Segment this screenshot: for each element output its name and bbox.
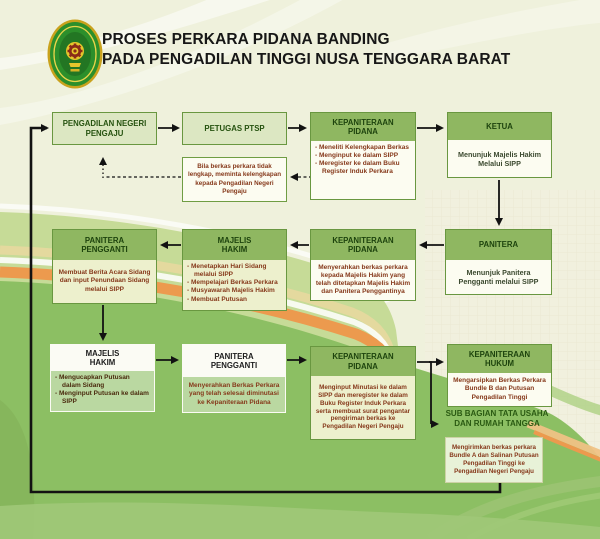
box-body: Menunjuk Panitera Pengganti melalui SIPP — [446, 260, 551, 294]
box-body: Mengarsipkan Berkas Perkara Bundle B dan… — [448, 373, 551, 406]
box-kepaniteraan-hukum: KEPANITERAAN HUKUM Mengarsipkan Berkas P… — [447, 344, 552, 407]
page-title-line2: PADA PENGADILAN TINGGI NUSA TENGGARA BAR… — [102, 51, 511, 68]
box-title: PANITERA PENGGANTI — [53, 230, 156, 260]
list-item: Mengucapkan Putusan dalam Sidang — [55, 374, 150, 390]
box-title: MAJELIS HAKIM — [183, 230, 286, 260]
list-item: Menetapkan Hari Sidang melalui SIPP — [187, 263, 282, 279]
box-body: Menyerahkan Berkas Perkara yang telah se… — [183, 377, 285, 412]
box-title: PANITERA PENGGANTI — [183, 345, 285, 377]
page-title: PROSES PERKARA PIDANA BANDING PADA PENGA… — [102, 30, 510, 70]
box-title: KEPANITERAAN PIDANA — [311, 113, 415, 141]
list-item: Meneliti Kelengkapan Berkas — [315, 144, 409, 152]
box-kepaniteraan-pidana-2: KEPANITERAAN PIDANA Menyerahkan berkas p… — [310, 229, 416, 301]
box-body: Meneliti Kelengkapan BerkasMenginput ke … — [311, 141, 415, 199]
note-berkas-tidak-lengkap: Bila berkas perkara tidak lengkap, memin… — [182, 157, 287, 202]
box-title: KETUA — [448, 113, 551, 140]
box-ketua: KETUA Menunjuk Majelis Hakim Melalui SIP… — [447, 112, 552, 178]
box-body: Menunjuk Majelis Hakim Melalui SIPP — [448, 140, 551, 177]
box-title: KEPANITERAAN PIDANA — [311, 347, 415, 376]
box-title: PANITERA — [446, 230, 551, 260]
box-body: Menginput Minutasi ke dalam SIPP dan mer… — [311, 376, 415, 439]
box-kepaniteraan-pidana-1: KEPANITERAAN PIDANA Meneliti Kelengkapan… — [310, 112, 416, 200]
box-pengadilan-negeri-pengaju: PENGADILAN NEGERI PENGAJU — [52, 112, 157, 145]
box-petugas-ptsp: PETUGAS PTSP — [182, 112, 287, 145]
box-panitera-pengganti-1: PANITERA PENGGANTI Membuat Berita Acara … — [52, 229, 157, 304]
box-body: Membuat Berita Acara Sidang dan input Pe… — [53, 260, 156, 303]
list-item: Mempelajari Berkas Perkara — [187, 279, 278, 287]
box-body: Menetapkan Hari Sidang melalui SIPPMempe… — [183, 260, 286, 310]
box-majelis-hakim-2: MAJELIS HAKIM Mengucapkan Putusan dalam … — [50, 344, 155, 412]
list-item: Menginput ke dalam SIPP — [315, 152, 398, 160]
list-item: Meregister ke dalam Buku Register Induk … — [315, 160, 411, 176]
list-item: Membuat Putusan — [187, 296, 247, 304]
box-title: KEPANITERAAN HUKUM — [448, 345, 551, 373]
list-item: Musyawarah Majelis Hakim — [187, 287, 275, 295]
sub-bagian-title: SUB BAGIAN TATA USAHA DAN RUMAH TANGGA — [445, 409, 549, 429]
box-body: Menyerahkan berkas perkara kepada Majeli… — [311, 260, 415, 300]
box-kepaniteraan-pidana-3: KEPANITERAAN PIDANA Menginput Minutasi k… — [310, 346, 416, 440]
list-item: Menginput Putusan ke dalam SIPP — [55, 390, 150, 406]
page-title-line1: PROSES PERKARA PIDANA BANDING — [102, 31, 390, 48]
box-title: KEPANITERAAN PIDANA — [311, 230, 415, 260]
box-body: Mengucapkan Putusan dalam SidangMenginpu… — [51, 371, 154, 411]
note-sub-bagian: Mengirimkan berkas perkara Bundle A dan … — [445, 437, 543, 483]
box-panitera-pengganti-2: PANITERA PENGGANTI Menyerahkan Berkas Pe… — [182, 344, 286, 413]
court-emblem-logo — [47, 19, 103, 89]
box-title: MAJELIS HAKIM — [51, 345, 154, 371]
box-panitera: PANITERA Menunjuk Panitera Pengganti mel… — [445, 229, 552, 295]
box-majelis-hakim-1: MAJELIS HAKIM Menetapkan Hari Sidang mel… — [182, 229, 287, 311]
